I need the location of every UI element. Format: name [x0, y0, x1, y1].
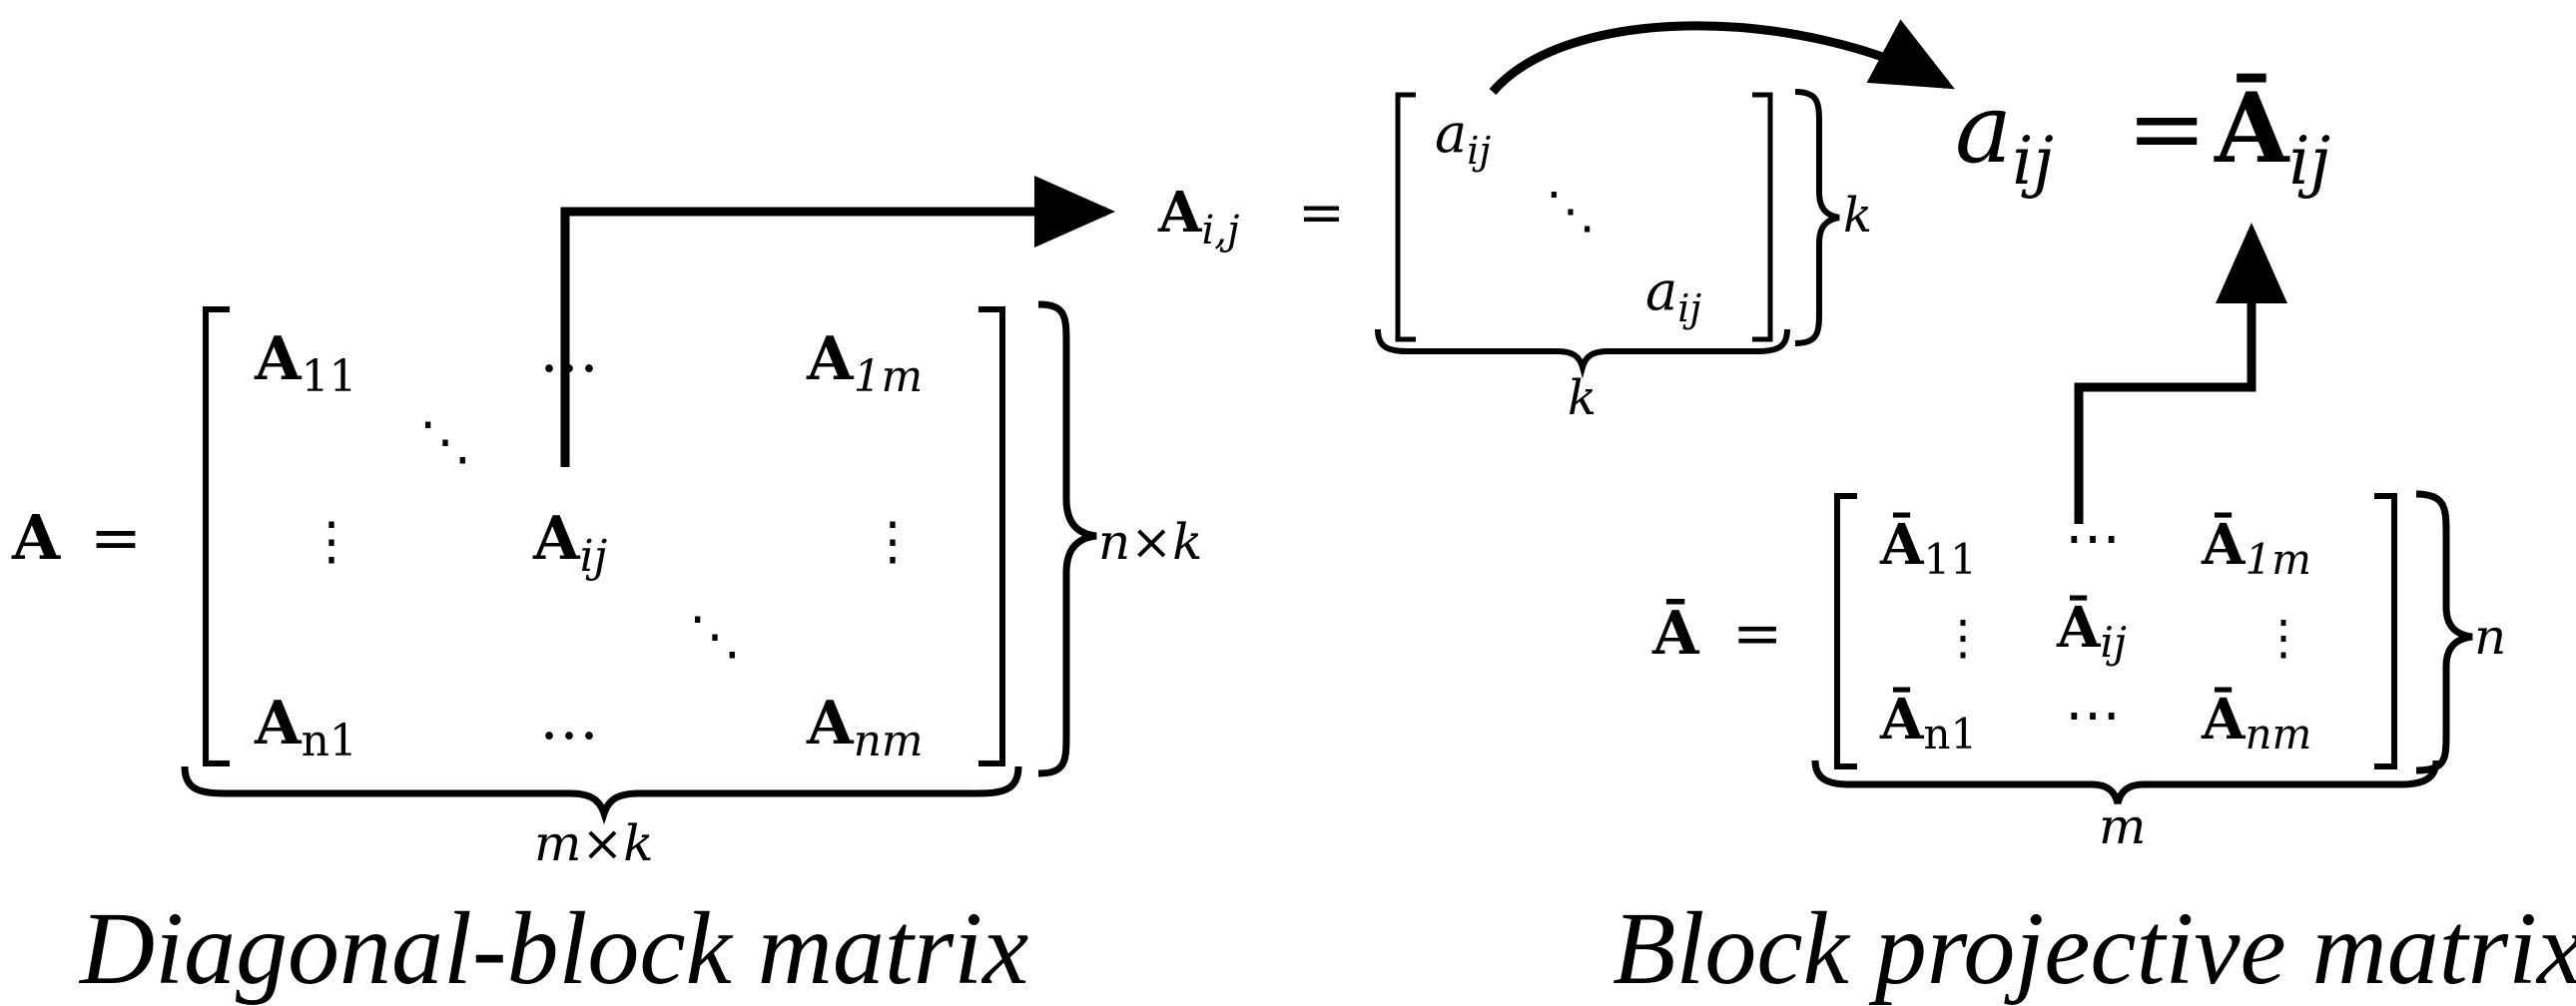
- column-brace-label: m×k: [534, 814, 654, 872]
- column-curly-brace: [181, 765, 1022, 825]
- projective-caption: Block projective matrix: [1612, 891, 2576, 1006]
- block-row-brace-label: k: [1843, 188, 1872, 244]
- equality-equals: =: [2127, 73, 2207, 185]
- projective-matrix: Ā = Ā11 ⋯ Ā1m ⋮ Āij ⋮ Ān1 ⋯ Ānm n m Bloc…: [1612, 490, 2576, 1006]
- curved-arrow-to-equality: [1489, 19, 1955, 95]
- equality-left: aij: [1955, 73, 2054, 200]
- block-entry-ddots: ⋱: [1546, 182, 1596, 240]
- block-column-brace-label: k: [1568, 370, 1597, 426]
- right-bracket: [978, 306, 1005, 766]
- pcell-a11: Ā11: [1879, 512, 1977, 584]
- block-column-curly-brace: [1375, 328, 1790, 379]
- projective-column-curly-brace: [1811, 759, 2440, 804]
- matrix-a-equals: =: [90, 501, 142, 574]
- cell-vdots-left: ⋮: [306, 512, 357, 572]
- block-label: Ai,j: [1157, 180, 1239, 253]
- cell-anm: Anm: [806, 689, 924, 766]
- cell-an1: An1: [254, 689, 357, 766]
- pcell-cdots-bottom: ⋯: [2065, 683, 2121, 748]
- projective-left-bracket: [1834, 493, 1857, 769]
- row-curly-brace: [1037, 300, 1097, 777]
- row-brace-label: n×k: [1098, 513, 1202, 571]
- matrix-a-label: A: [11, 501, 61, 574]
- block-equals: =: [1298, 181, 1345, 246]
- pcell-vdots-left: ⋮: [1939, 610, 1987, 666]
- cell-aij: Aij: [532, 504, 607, 582]
- matrix-abar-equals: =: [1732, 599, 1782, 669]
- projective-column-brace-label: m: [2099, 797, 2146, 855]
- left-bracket: [203, 306, 230, 766]
- cell-ddots-upper: ⋱: [419, 412, 471, 472]
- pcell-aij: Āij: [2056, 595, 2127, 667]
- projective-row-curly-brace: [2415, 490, 2473, 774]
- equality-statement: aij = Āij: [1955, 72, 2330, 200]
- diagonal-block-caption: Diagonal-block matrix: [78, 891, 1028, 1006]
- pcell-cdots-top: ⋯: [2065, 506, 2121, 571]
- arrow-to-equality: [2074, 223, 2287, 524]
- cell-vdots-right: ⋮: [867, 512, 919, 572]
- projective-row-brace-label: n: [2474, 608, 2506, 666]
- block-left-bracket: [1395, 92, 1416, 342]
- pcell-anm: Ānm: [2201, 687, 2311, 758]
- pcell-an1: Ān1: [1879, 687, 1977, 758]
- block-entry-bottom: aij: [1645, 259, 1701, 330]
- cell-hdots-bottom: …: [539, 684, 599, 754]
- diagonal-block-matrix: A = A11 … A1m ⋱ ⋮ Aij ⋮ ⋱ An1 … Anm n×k …: [11, 300, 1202, 1006]
- equality-right: Āij: [2214, 72, 2330, 200]
- cell-a11: A11: [254, 324, 357, 402]
- pcell-a1m: Ā1m: [2201, 512, 2311, 584]
- matrix-abar-label: Ā: [1651, 599, 1700, 669]
- block-entry-top: aij: [1435, 102, 1491, 173]
- cell-ddots-lower: ⋱: [689, 607, 741, 667]
- pcell-vdots-right: ⋮: [2259, 610, 2307, 666]
- cell-a1m: A1m: [806, 324, 923, 402]
- block-detail: Ai,j = aij ⋱ aij k k: [1157, 89, 1872, 426]
- block-right-bracket: [1752, 92, 1773, 342]
- block-row-curly-brace: [1794, 89, 1840, 346]
- projective-right-bracket: [2374, 493, 2397, 769]
- arrow-to-block-detail: [560, 176, 1115, 467]
